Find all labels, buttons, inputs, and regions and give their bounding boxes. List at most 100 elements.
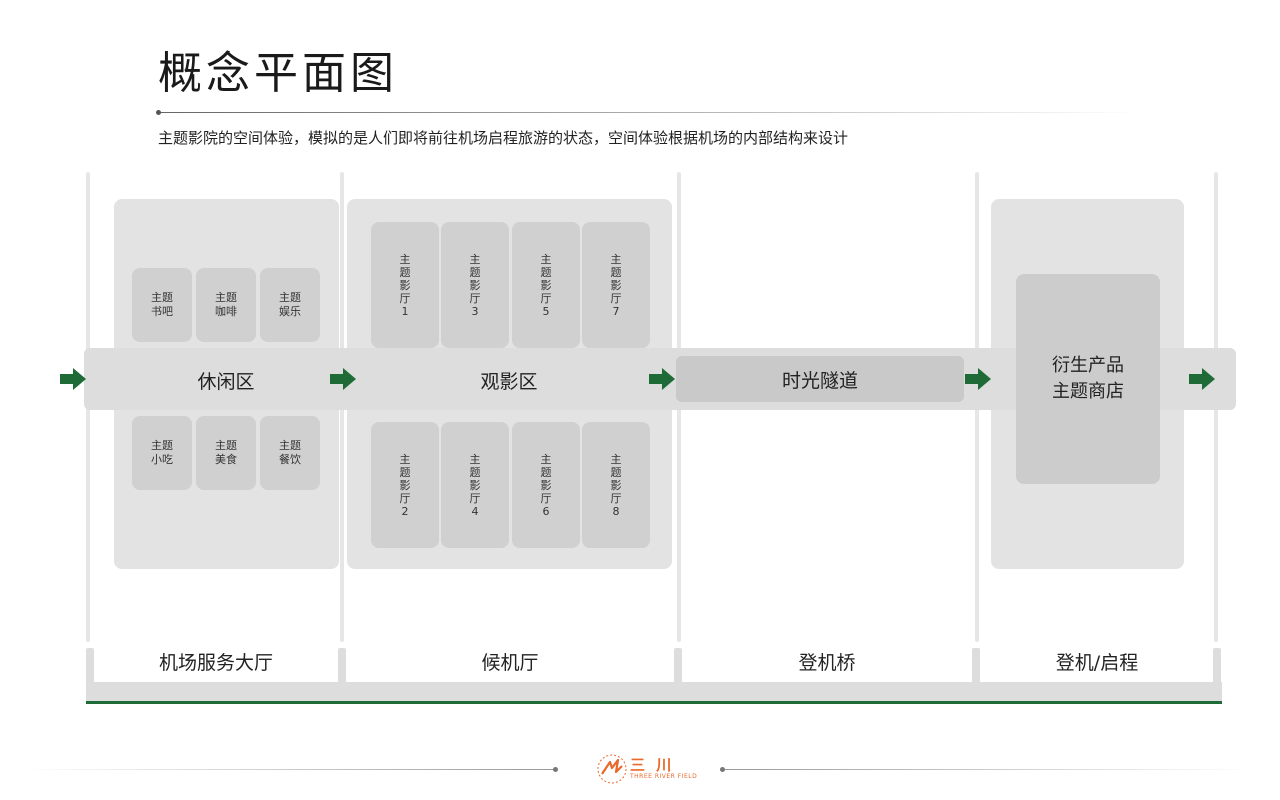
cinema-hall-char: 主 [399, 252, 411, 266]
flow-arrow-icon [1189, 368, 1215, 390]
bottom-bracket-accent [86, 701, 1222, 704]
leisure-cell-label: 咖啡 [215, 305, 237, 318]
flow-arrow-icon [330, 368, 356, 390]
cinema-hall-number: 8 [612, 504, 620, 518]
leisure-cell-label: 主题 [151, 439, 173, 452]
cinema-hall-char: 主 [540, 252, 552, 266]
cinema-hall-number: 5 [542, 304, 550, 318]
title-divider [158, 112, 1138, 113]
leisure-cell-label: 主题 [151, 291, 173, 304]
section-label-service-hall: 机场服务大厅 [158, 652, 273, 674]
flow-arrow-icon [649, 368, 675, 390]
section-label-boarding-bridge: 登机桥 [798, 652, 856, 674]
cinema-hall-char: 主 [469, 252, 481, 266]
cinema-hall-number: 4 [471, 504, 479, 518]
leisure-cell-label: 主题 [279, 291, 301, 304]
cinema-hall-number: 3 [471, 304, 479, 318]
bracket-tick [86, 648, 94, 690]
cinema-hall-number: 1 [401, 304, 409, 318]
bracket-tick [1213, 648, 1221, 690]
leisure-zone-label: 休闲区 [197, 371, 255, 393]
flow-arrow-icon [965, 368, 991, 390]
page-subtitle: 主题影院的空间体验，模拟的是人们即将前往机场启程旅游的状态，空间体验根据机场的内… [158, 129, 849, 147]
leisure-cell-label: 书吧 [151, 305, 173, 318]
cinema-hall-char: 影 [610, 278, 622, 292]
time-tunnel: 时光隧道 [676, 356, 964, 402]
cinema-hall-char: 影 [399, 278, 411, 292]
footer-divider-right [724, 769, 1254, 770]
title-divider-dot [156, 110, 161, 115]
logo-english: THREE RIVER FIELD [630, 773, 698, 780]
footer-divider-left [20, 769, 556, 770]
shop-line-2: 主题商店 [1052, 381, 1124, 402]
cinema-hall-char: 题 [540, 465, 552, 479]
cinema-hall-char: 厅 [399, 291, 411, 305]
shop-box: 衍生产品 主题商店 [1016, 274, 1160, 484]
footer-dot [553, 767, 558, 772]
cinema-hall-char: 厅 [399, 491, 411, 505]
bottom-bracket [86, 682, 1222, 702]
leisure-cell: 主题美食 [196, 416, 256, 490]
cinema-hall-char: 影 [610, 478, 622, 492]
leisure-cell: 主题餐饮 [260, 416, 320, 490]
cinema-hall-number: 6 [542, 504, 550, 518]
cinema-hall-char: 厅 [469, 291, 481, 305]
cinema-hall-char: 厅 [540, 491, 552, 505]
cinema-hall-char: 题 [399, 265, 411, 279]
leisure-cell: 主题小吃 [132, 416, 192, 490]
company-logo: 三 川 THREE RIVER FIELD [594, 752, 698, 786]
leisure-cell-label: 美食 [215, 453, 237, 466]
cinema-hall-char: 题 [540, 265, 552, 279]
cinema-hall-char: 主 [540, 452, 552, 466]
leisure-cell-label: 主题 [215, 439, 237, 452]
leisure-cell-label: 主题 [279, 439, 301, 452]
leisure-cell: 主题咖啡 [196, 268, 256, 342]
leisure-cell-label: 娱乐 [279, 305, 301, 318]
cinema-hall-char: 题 [610, 465, 622, 479]
leisure-cell-label: 小吃 [151, 453, 173, 466]
cinema-hall-number: 2 [401, 504, 409, 518]
flow-arrow-icon [60, 368, 86, 390]
cinema-hall-char: 影 [399, 478, 411, 492]
page-title: 概念平面图 [158, 48, 398, 99]
section-label-waiting-hall: 候机厅 [481, 652, 539, 674]
cinema-hall-number: 7 [612, 304, 620, 318]
cinema-hall-char: 影 [540, 478, 552, 492]
leisure-cell-label: 餐饮 [279, 453, 301, 466]
cinema-hall-char: 题 [469, 465, 481, 479]
bracket-tick [674, 648, 682, 690]
section-label-departure: 登机/启程 [1055, 652, 1139, 674]
leisure-cell: 主题书吧 [132, 268, 192, 342]
cinema-hall-char: 主 [610, 252, 622, 266]
cinema-hall-char: 厅 [469, 491, 481, 505]
time-tunnel-label: 时光隧道 [781, 369, 858, 392]
leisure-cell: 主题娱乐 [260, 268, 320, 342]
cinema-hall-char: 影 [469, 278, 481, 292]
bracket-tick [972, 648, 980, 690]
shop-line-1: 衍生产品 [1052, 355, 1124, 376]
logo-emblem-icon [597, 754, 627, 784]
cinema-hall-char: 厅 [610, 291, 622, 305]
cinema-hall-char: 主 [399, 452, 411, 466]
cinema-hall-char: 影 [540, 278, 552, 292]
cinema-hall-char: 题 [610, 265, 622, 279]
cinema-hall-char: 题 [469, 265, 481, 279]
cinema-hall-char: 主 [610, 452, 622, 466]
logo-chinese: 三 川 [630, 756, 675, 774]
bracket-tick [338, 648, 346, 690]
cinema-hall-char: 厅 [540, 291, 552, 305]
cinema-hall-char: 题 [399, 465, 411, 479]
footer-dot [720, 767, 725, 772]
cinema-hall-char: 厅 [610, 491, 622, 505]
leisure-cell-label: 主题 [215, 291, 237, 304]
cinema-hall-char: 主 [469, 452, 481, 466]
cinema-hall-char: 影 [469, 478, 481, 492]
